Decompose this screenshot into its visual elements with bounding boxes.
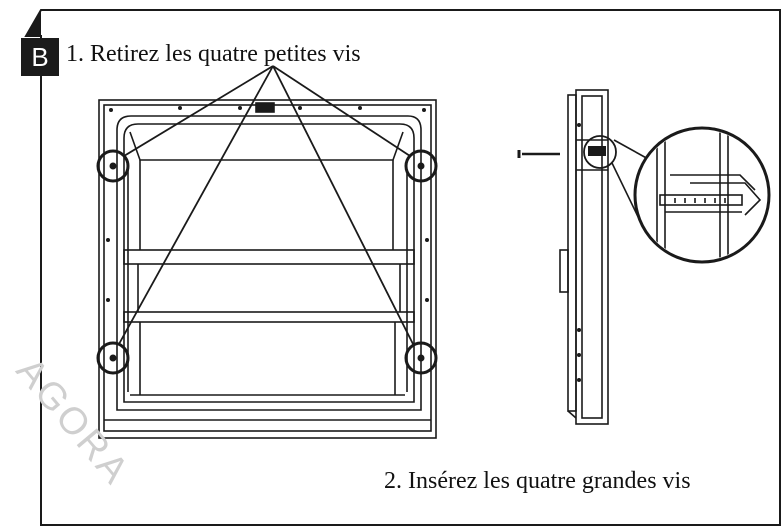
step2-instruction: 2. Insérez les quatre grandes vis [384, 468, 691, 494]
section-label-badge: B [21, 38, 59, 76]
perimeter-screw-dots [106, 106, 429, 302]
screw-callout-bottom-left [96, 341, 130, 375]
leader-lines [118, 65, 414, 345]
door-panel-front-view [98, 99, 437, 439]
step1-instruction: 1. Retirez les quatre petites vis [66, 41, 361, 67]
screw-callouts [96, 149, 438, 375]
screw-callout-bottom-right [404, 341, 438, 375]
detail-source-circle [583, 135, 617, 169]
mounting-bracket [588, 146, 606, 156]
magnified-detail [633, 126, 771, 264]
frame-corner-fold [26, 10, 41, 36]
side-view-dots [577, 123, 581, 382]
diagram-frame [24, 9, 781, 526]
screw-heads [109, 162, 425, 362]
screw-callout-top-right [404, 149, 438, 183]
screw-callout-top-left [96, 149, 130, 183]
door-side-view [559, 89, 609, 425]
large-screw [517, 150, 560, 158]
